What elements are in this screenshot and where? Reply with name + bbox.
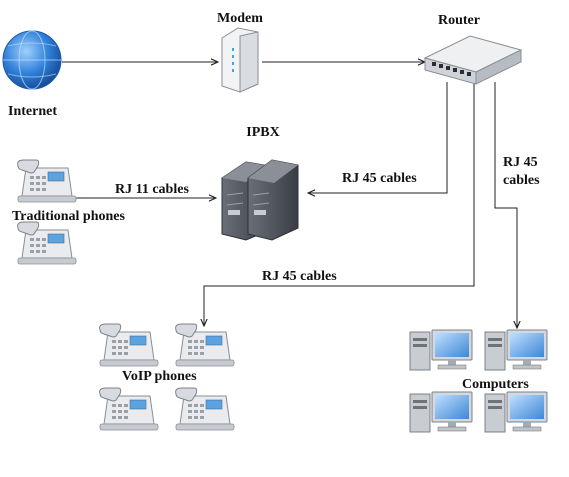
rj45-computers-label-line2: cables	[503, 173, 540, 188]
ipbx-label: IPBX	[246, 125, 279, 140]
modem-label: Modem	[217, 11, 263, 26]
internet-label: Internet	[8, 104, 57, 119]
router-to-computers-link	[494, 82, 517, 328]
rj45-ipbx-label: RJ 45 cables	[342, 171, 417, 186]
router-to-voip-link	[204, 82, 475, 326]
router-label: Router	[438, 13, 480, 28]
globe-icon	[2, 30, 62, 90]
rj11-cables-label: RJ 11 cables	[115, 182, 189, 197]
voip-phones-label: VoIP phones	[122, 369, 197, 384]
rj45-voip-label: RJ 45 cables	[262, 269, 337, 284]
computers-label: Computers	[462, 377, 529, 392]
modem-icon	[221, 27, 259, 93]
server-icon	[221, 159, 299, 241]
router-icon	[423, 35, 523, 85]
rj45-computers-label-line1: RJ 45	[503, 155, 538, 170]
traditional-phones-label: Traditional phones	[12, 209, 125, 224]
router-to-ipbx-link	[308, 82, 448, 193]
